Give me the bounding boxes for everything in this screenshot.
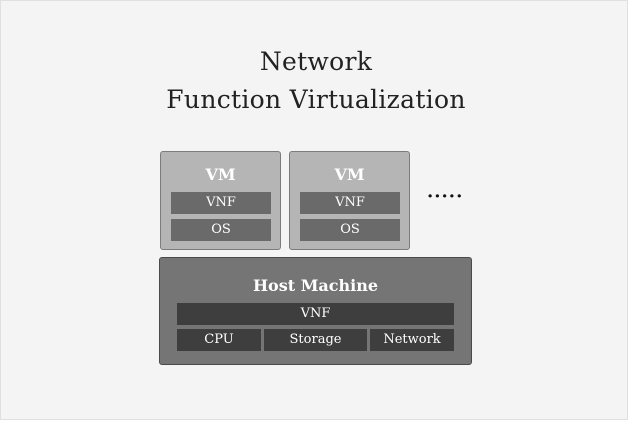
vm-label: VM [205,165,236,184]
host-vnf-layer: VNF [177,303,454,325]
vm-vnf-layer: VNF [300,192,400,214]
vm-os-layer: OS [171,219,271,241]
host-cpu-cell: CPU [177,329,261,351]
host-network-cell: Network [370,329,454,351]
host-machine-box: Host Machine VNF CPU Storage Network [159,257,472,365]
host-storage-cell: Storage [264,329,367,351]
vm-label: VM [334,165,365,184]
more-vms-ellipsis: ····· [427,186,464,207]
vm-os-layer: OS [300,219,400,241]
vm-box-2: VM VNF OS [289,151,410,250]
vm-vnf-layer: VNF [171,192,271,214]
host-machine-label: Host Machine [252,276,379,295]
diagram-title-line1: Network [259,47,373,76]
vm-box-1: VM VNF OS [160,151,281,250]
diagram-title-line2: Function Virtualization [166,85,466,114]
